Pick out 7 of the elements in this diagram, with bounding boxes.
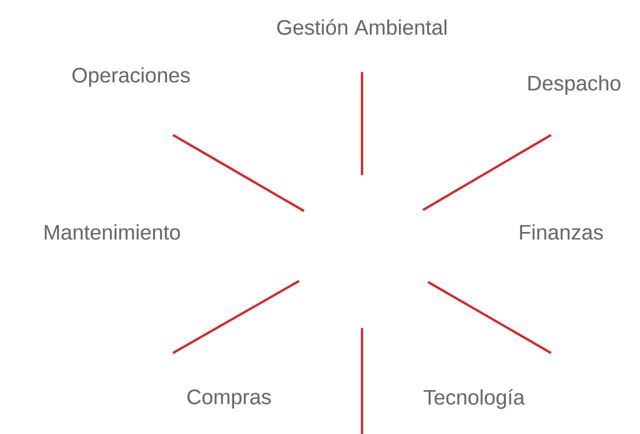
- sector-label: Finanzas: [520, 224, 603, 240]
- sector-label: Tecnología: [424, 389, 525, 409]
- sector-label: Operaciones: [72, 67, 190, 87]
- sector-label: Despacho: [528, 75, 620, 95]
- sector-label: Compras: [187, 390, 271, 409]
- sector-label: Gestión Ambiental: [277, 19, 446, 35]
- sector-label: Mantenimiento: [44, 224, 180, 240]
